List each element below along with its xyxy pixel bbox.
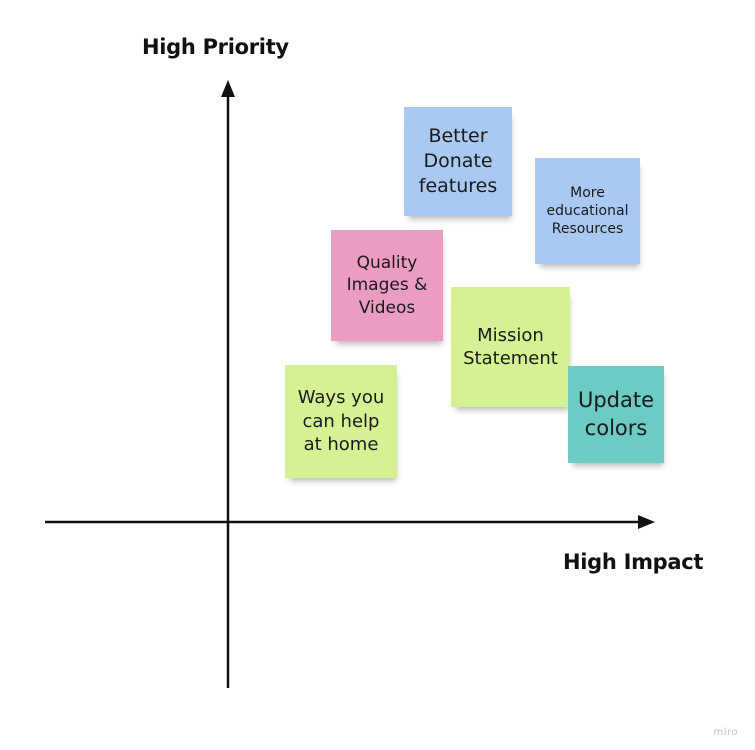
y-axis-arrowhead <box>221 80 235 97</box>
sticky-note-quality-images-videos[interactable]: Quality Images & Videos <box>331 230 443 341</box>
sticky-note-update-colors[interactable]: Update colors <box>568 366 664 463</box>
sticky-note-ways-you-can-help[interactable]: Ways you can help at home <box>285 365 397 478</box>
miro-watermark: miro <box>713 727 738 738</box>
sticky-note-text: Quality Images & Videos <box>346 253 428 318</box>
sticky-note-better-donate-features[interactable]: Better Donate features <box>404 107 512 216</box>
x-axis-label: High Impact <box>563 550 704 574</box>
sticky-note-text: More educational Resources <box>546 184 629 238</box>
sticky-note-text: Ways you can help at home <box>297 387 385 456</box>
x-axis-arrowhead <box>638 515 655 529</box>
sticky-note-text: Mission Statement <box>463 324 558 369</box>
sticky-note-more-educational-resources[interactable]: More educational Resources <box>535 158 640 264</box>
sticky-note-text: Update colors <box>577 388 655 440</box>
sticky-note-mission-statement[interactable]: Mission Statement <box>451 287 570 407</box>
sticky-note-text: Better Donate features <box>418 125 498 197</box>
y-axis-label: High Priority <box>142 35 289 59</box>
